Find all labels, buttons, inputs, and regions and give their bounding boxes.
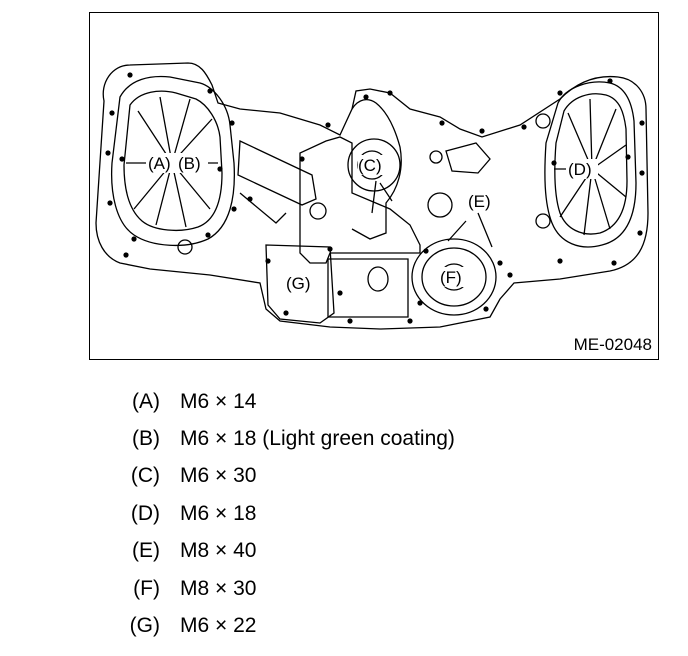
figure-code: ME-02048 <box>573 335 652 354</box>
left-cover-outline <box>110 75 236 247</box>
legend-spec: M6 × 18 <box>180 502 257 525</box>
callout-g: (G) <box>286 274 311 293</box>
timing-cover-drawing: (A) (B) (C) (D) (E) (F) (G) <box>95 62 649 330</box>
legend-spec: M8 × 30 <box>180 577 257 600</box>
legend-spec: M6 × 22 <box>180 614 257 637</box>
legend-key: (F) <box>133 577 160 600</box>
legend-spec: M8 × 40 <box>180 539 257 562</box>
legend-key: (C) <box>130 464 160 487</box>
callout-f: (F) <box>440 268 462 287</box>
legend-spec: M6 × 18 (Light green coating) <box>180 427 455 450</box>
cover-outline <box>95 62 649 330</box>
legend-spec: M6 × 14 <box>180 390 257 413</box>
legend-key: (E) <box>132 539 160 562</box>
legend-key: (G) <box>129 614 160 637</box>
callout-b: (B) <box>178 154 201 173</box>
callout-d: (D) <box>568 160 592 179</box>
left-cover-inner <box>123 90 223 232</box>
legend-key: (B) <box>132 427 160 450</box>
legend-key: (D) <box>130 502 160 525</box>
cam-sprocket-c <box>347 138 401 192</box>
crank-pulley-f <box>411 238 497 316</box>
callout-a: (A) <box>148 154 171 173</box>
callout-c: (C) <box>358 156 382 175</box>
engine-cover-diagram: (A) (B) (C) (D) (E) (F) (G) ME-02048 <box>89 12 659 360</box>
right-cover-inner <box>554 93 628 235</box>
legend-spec: M6 × 30 <box>180 464 257 487</box>
center-housing <box>299 136 421 264</box>
callout-e: (E) <box>468 192 491 211</box>
legend-key: (A) <box>132 390 160 413</box>
